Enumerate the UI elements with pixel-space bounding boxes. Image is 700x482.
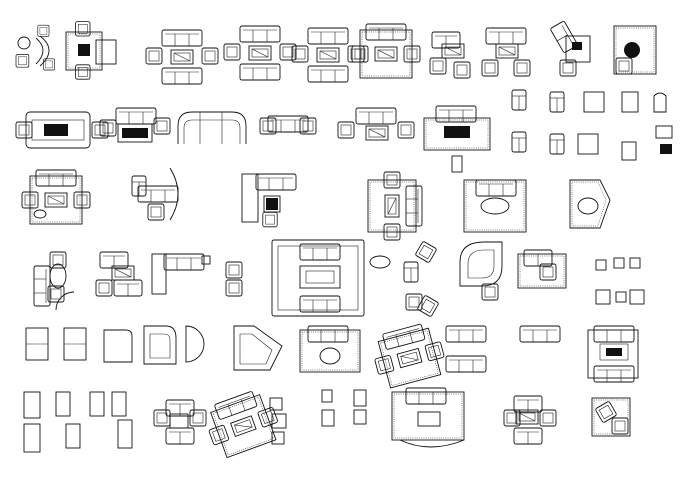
block-group-set-9 bbox=[99, 107, 171, 143]
block-group-round-sectional bbox=[459, 241, 503, 301]
block-group-singles bbox=[511, 89, 673, 161]
block-group-set-21 bbox=[503, 395, 557, 445]
block-group-curved-sectionals bbox=[103, 325, 283, 371]
block-group-set-1 bbox=[146, 30, 218, 84]
block-group-set-17 bbox=[95, 251, 143, 297]
block-group-set-5 bbox=[429, 31, 471, 79]
block-group-rug-set bbox=[65, 21, 117, 80]
block-group-set-7 bbox=[549, 20, 591, 77]
block-group-set-18 bbox=[517, 249, 567, 289]
block-group-plain-sofas bbox=[25, 327, 87, 361]
block-group-plain-sofas-2 bbox=[445, 325, 561, 373]
block-group-set-11 bbox=[337, 107, 415, 141]
block-group-rug-set-5 bbox=[201, 386, 283, 460]
block-group-plain-sofas-3 bbox=[23, 391, 133, 453]
block-group-armchairs bbox=[369, 240, 440, 318]
block-group-set-12 bbox=[423, 105, 491, 173]
block-group-set-16 bbox=[33, 251, 75, 311]
block-group-set-4 bbox=[352, 24, 420, 78]
block-group-set-8 bbox=[613, 25, 657, 75]
block-group-set-13 bbox=[368, 172, 422, 240]
block-group-set-6 bbox=[481, 27, 531, 77]
block-group-large-set bbox=[271, 239, 365, 317]
block-group-single-chairs bbox=[595, 257, 645, 305]
block-group-l-sofa bbox=[241, 173, 297, 228]
block-group-set-3 bbox=[292, 28, 364, 82]
block-group-l-sectional bbox=[151, 253, 243, 297]
block-group-long-set bbox=[15, 111, 109, 149]
block-group-curved-sectional bbox=[177, 111, 247, 144]
block-group-rug-set-2 bbox=[22, 170, 90, 224]
block-group-curved-set-2 bbox=[391, 387, 465, 448]
block-group-set-10 bbox=[259, 115, 317, 135]
block-group-set-20 bbox=[153, 399, 207, 445]
block-group-rug-set-3 bbox=[299, 325, 361, 373]
block-group-set-2 bbox=[224, 26, 296, 80]
block-group-rug-set-6 bbox=[591, 397, 631, 437]
block-group-armchairs-2 bbox=[269, 389, 367, 445]
block-group-set-15 bbox=[569, 179, 611, 229]
block-group-curved-set bbox=[131, 167, 179, 221]
block-group-set-19 bbox=[587, 325, 639, 383]
block-group-round-set bbox=[15, 24, 55, 71]
block-group-rug-set-4 bbox=[369, 320, 449, 390]
block-group-set-14 bbox=[463, 179, 527, 233]
